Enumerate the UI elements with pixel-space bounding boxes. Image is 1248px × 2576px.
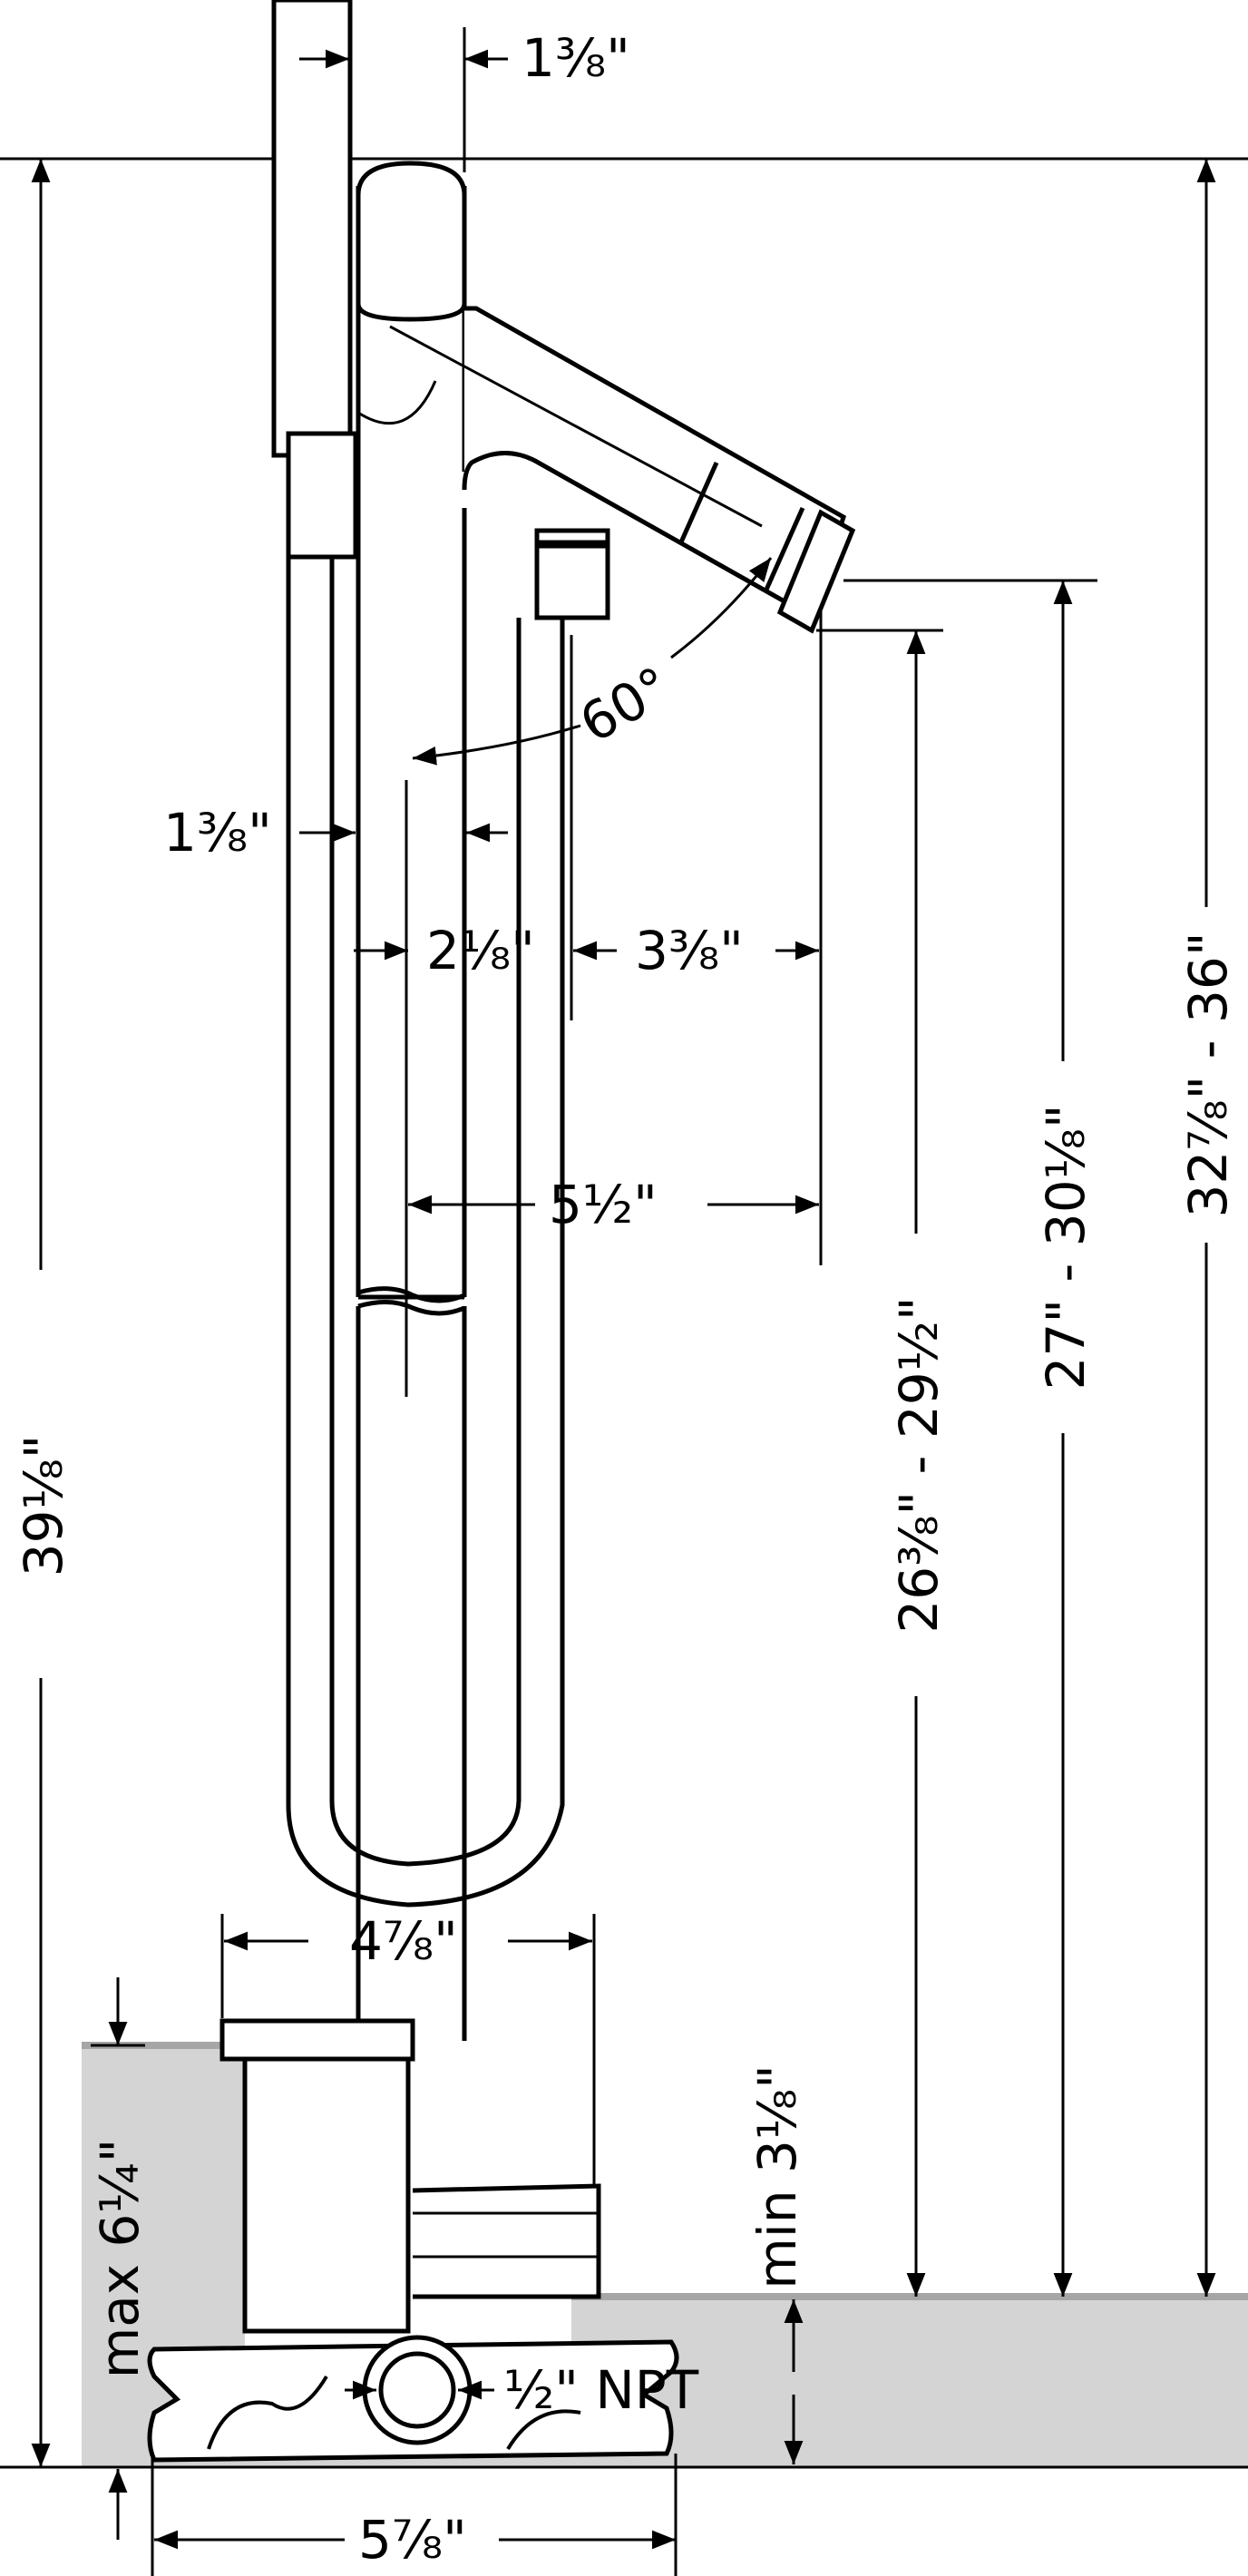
overall-height-label: 39⅛" — [13, 1435, 74, 1577]
npt-label: ½" NPT — [503, 2359, 699, 2421]
spout-centerline — [389, 325, 763, 528]
spout-band-a — [678, 461, 719, 546]
spout-offset-label: 3⅜" — [635, 920, 744, 981]
hose-offset-label: 1⅜" — [163, 802, 272, 864]
min-depth-label: min 3⅛" — [746, 2064, 808, 2289]
angle-arc — [670, 557, 773, 659]
dimension-lines — [31, 0, 1216, 2576]
spout-height-label: 32⅞" - 36" — [1177, 932, 1239, 1218]
column-width-label: 2⅛" — [426, 920, 535, 981]
base-detail — [207, 2375, 581, 2451]
spout-tip — [776, 509, 856, 634]
base-width-label: 5⅞" — [358, 2509, 467, 2571]
handle-cylinder — [356, 161, 467, 322]
dimension-labels: 1⅜" 39⅛" 32⅞" - 36" 27" - 30⅛" 26⅜" - 29… — [13, 27, 1239, 2571]
hand-shower — [271, 0, 353, 458]
shower-holder — [286, 431, 358, 560]
rough-in-valve — [147, 2018, 679, 2463]
column-break — [357, 1286, 466, 1316]
top-width-label: 1⅜" — [522, 27, 630, 89]
column-bend — [357, 380, 437, 425]
valve-cap — [219, 2018, 415, 2062]
angle-arc-left — [412, 724, 581, 766]
npt-fitting-inner — [378, 2351, 456, 2429]
spout-tip-label: 27" - 30⅛" — [1035, 1105, 1097, 1390]
valve-housing — [242, 2056, 411, 2334]
column-outline — [356, 186, 814, 1300]
outlet-height-label: 26⅜" - 29½" — [888, 1296, 950, 1633]
thread-sleeve — [412, 2183, 601, 2299]
angle-label: 60° — [570, 655, 681, 755]
valve-width-label: 4⅞" — [349, 1910, 458, 1972]
faucet-body — [271, 0, 856, 2041]
shower-hose — [286, 557, 565, 1908]
spout-band-b — [764, 506, 805, 591]
spout-reach-label: 5½" — [549, 1174, 658, 1235]
max-depth-label: max 6¼" — [89, 2139, 151, 2379]
spout-arm — [462, 306, 846, 620]
